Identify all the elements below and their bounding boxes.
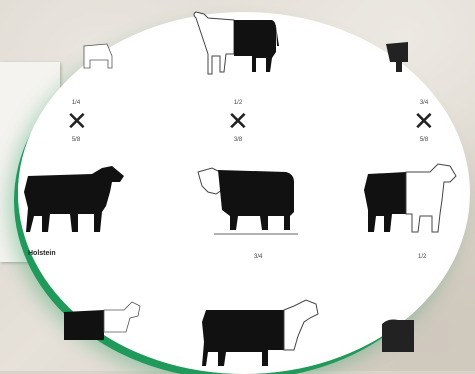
cross-fraction-top: 1/2 [228, 100, 248, 106]
cow-half-white-icon [360, 160, 460, 238]
cross-fraction-top: 1/4 [66, 100, 86, 106]
cross-fraction-bottom: 5/8 [414, 137, 434, 143]
cross-fraction-top: 3/4 [414, 100, 434, 106]
cow-middle-center [194, 164, 300, 240]
cow-partial-icon [378, 316, 418, 356]
cow-bottom-left [64, 296, 144, 346]
cow-bottom-center [198, 296, 322, 371]
mid-fraction-label: 1/2 [418, 254, 426, 260]
cow-half-white-icon [194, 164, 300, 240]
cow-half-white-icon [198, 296, 322, 371]
cow-bottom-right [378, 316, 418, 356]
cow-partial-icon [372, 32, 412, 74]
cross-icon: ✕ [227, 109, 249, 135]
cross-fraction-bottom: 5/8 [66, 137, 86, 143]
cross-icon: ✕ [413, 109, 435, 135]
cow-partial-icon [64, 296, 144, 346]
cow-top-center [190, 8, 282, 78]
cow-top-left [82, 36, 122, 76]
breed-label: Holstein [28, 250, 56, 257]
cow-middle-right [360, 160, 460, 238]
cow-black-icon [20, 162, 130, 240]
cow-middle-left [20, 162, 130, 240]
cross-fraction-bottom: 3/8 [228, 137, 248, 143]
cow-top-right [372, 32, 412, 74]
cow-partial-icon [82, 36, 122, 76]
cow-half-white-icon [190, 8, 282, 78]
mid-fraction-label: 3/4 [254, 254, 262, 260]
cross-icon: ✕ [66, 109, 88, 135]
